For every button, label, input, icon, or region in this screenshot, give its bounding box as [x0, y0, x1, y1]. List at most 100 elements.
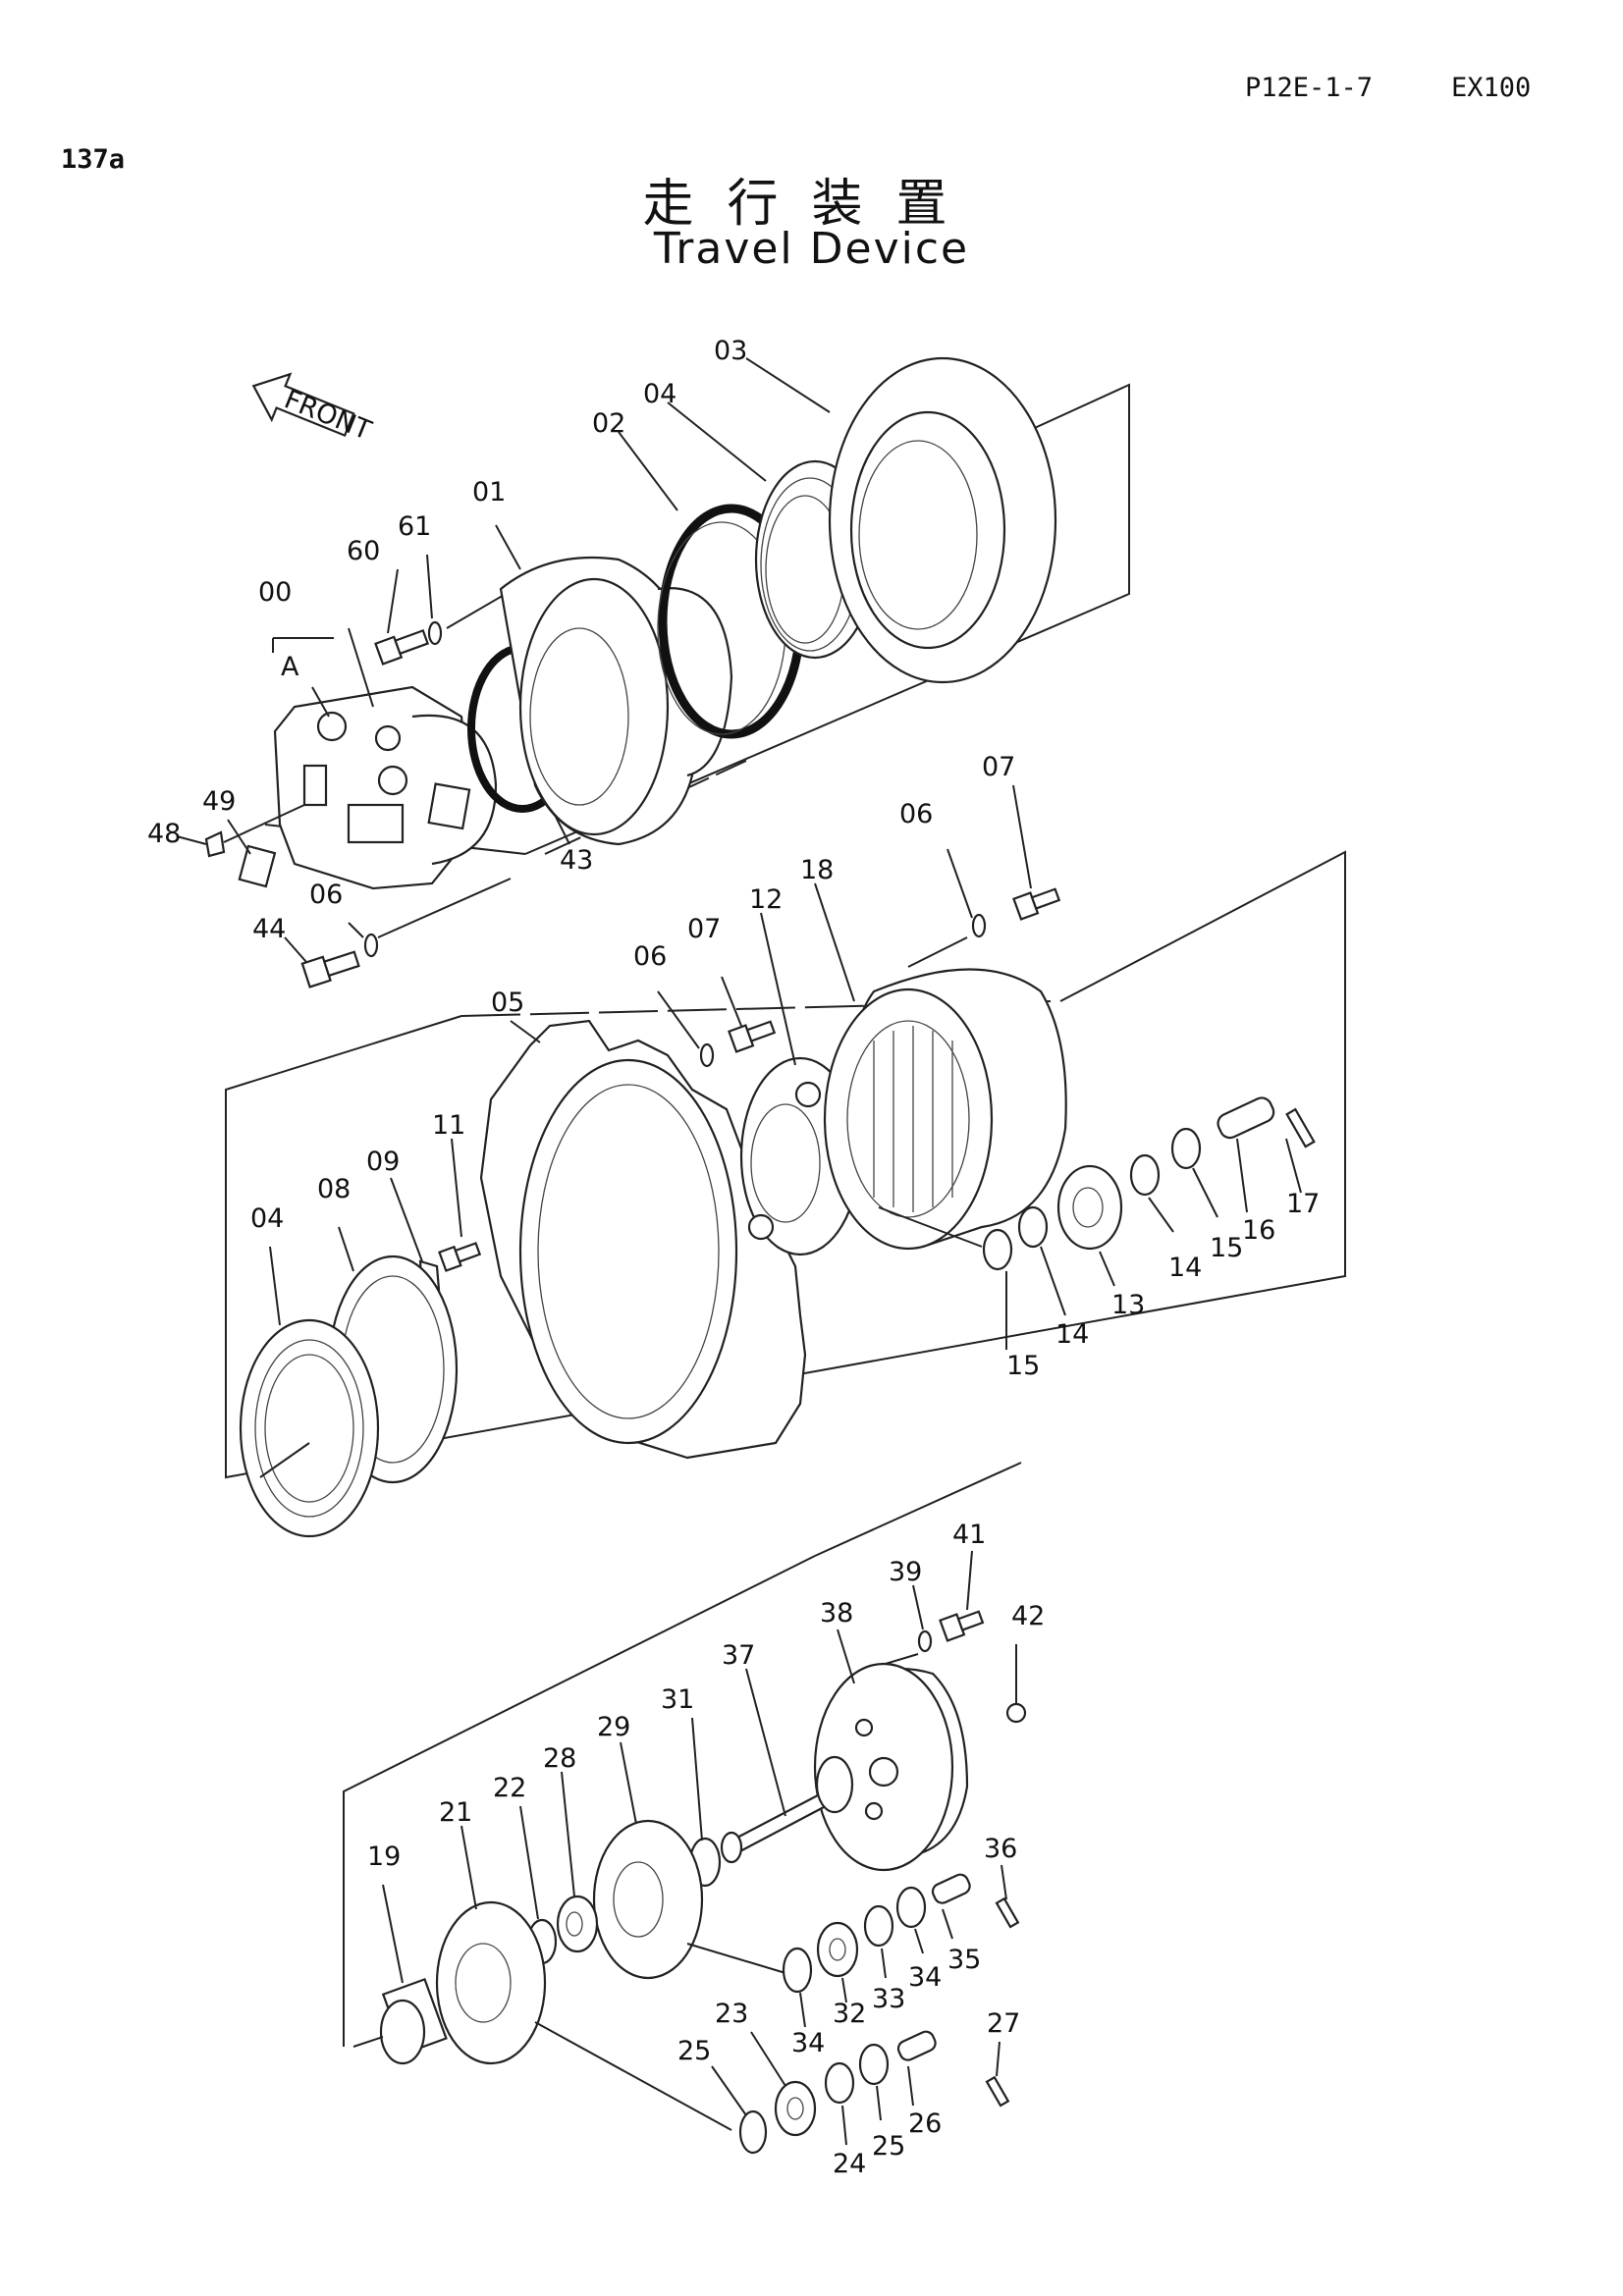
bolt-11: [438, 1242, 482, 1272]
callout-01: 01: [472, 477, 506, 507]
ring-gear-18: [823, 968, 1067, 1251]
sun-shaft-37: [720, 1755, 854, 1864]
callout-08: 08: [317, 1174, 351, 1204]
group-boundary-top: [524, 383, 1130, 855]
callout-07: 07: [982, 752, 1015, 782]
group-boundary-bottom: [343, 1555, 816, 2047]
callout-34: 34: [908, 1962, 942, 1993]
washer-61: [427, 620, 443, 646]
callout-48: 48: [147, 819, 181, 849]
thrust-washer-25b: [738, 2109, 768, 2155]
planet-gear-32: [816, 1921, 859, 1978]
plate-49: [238, 844, 277, 888]
callout-04: 04: [250, 1203, 284, 1234]
callout-14: 14: [1055, 1319, 1089, 1350]
spring-pin-36: [995, 1896, 1020, 1929]
callout-12: 12: [749, 884, 783, 915]
planet-gear-13: [1056, 1164, 1123, 1251]
callout-18: 18: [800, 855, 834, 885]
pin-26: [896, 2030, 937, 2061]
callout-06: 06: [899, 799, 933, 829]
callout-26: 26: [908, 2109, 942, 2139]
bolt-07a: [1012, 887, 1061, 921]
callout-35: 35: [947, 1945, 981, 1975]
callout-16: 16: [1242, 1215, 1275, 1246]
model-name: EX100: [1451, 73, 1532, 103]
washer-06c: [971, 913, 987, 938]
callout-24: 24: [833, 2149, 866, 2179]
callout-36: 36: [984, 1834, 1017, 1864]
planet-gear-23: [774, 2080, 817, 2137]
carrier-21: [435, 1900, 547, 2065]
callout-34: 34: [791, 2028, 825, 2058]
page-code: P12E-1-7: [1245, 73, 1374, 103]
needle-bearing-24: [824, 2061, 855, 2105]
bearing-04-middle: [239, 1318, 380, 1538]
spring-pin-17: [1285, 1107, 1316, 1148]
callout-25: 25: [872, 2131, 905, 2162]
thrust-washer-15b: [982, 1228, 1013, 1271]
callout-38: 38: [820, 1598, 853, 1629]
callout-27: 27: [987, 2008, 1020, 2039]
callout-11: 11: [432, 1110, 465, 1141]
carrier-29: [592, 1819, 704, 1980]
callout-60: 60: [347, 536, 380, 566]
callout-09: 09: [366, 1147, 400, 1177]
sun-gear-19: [379, 1977, 448, 2065]
plug-42: [1005, 1702, 1027, 1724]
callout-43: 43: [560, 845, 593, 876]
drum-03: [828, 356, 1057, 684]
title-english: Travel Device: [653, 224, 970, 274]
thrust-washer-34a: [895, 1886, 927, 1929]
callout-A: A: [281, 652, 299, 682]
needle-bearing-14a: [1129, 1153, 1161, 1197]
bolt-41: [939, 1610, 985, 1642]
callout-39: 39: [889, 1557, 922, 1587]
callout-29: 29: [597, 1712, 630, 1742]
callout-61: 61: [398, 511, 431, 542]
callout-22: 22: [493, 1773, 526, 1803]
callout-37: 37: [722, 1640, 755, 1671]
thrust-washer-15a: [1170, 1127, 1202, 1170]
washer-39: [917, 1629, 933, 1653]
bolt-60: [374, 628, 430, 666]
callout-21: 21: [439, 1797, 472, 1828]
callout-04: 04: [643, 379, 676, 409]
washer-06a: [363, 933, 379, 958]
callout-42: 42: [1011, 1601, 1045, 1631]
callout-19: 19: [367, 1842, 401, 1872]
figure-number: 137a: [61, 144, 126, 175]
travel-motor: [273, 685, 498, 890]
thrust-washer-34b: [782, 1947, 813, 1994]
needle-bearing-14b: [1017, 1205, 1049, 1249]
callout-05: 05: [491, 988, 524, 1018]
callout-13: 13: [1111, 1290, 1145, 1320]
callout-labels: 03 04 02 01 61 60 00 A 49 48 43 06 44 07…: [147, 336, 1320, 2179]
bolt-07b: [728, 1020, 777, 1053]
callout-33: 33: [872, 1984, 905, 2014]
bolt-44: [300, 950, 360, 988]
callout-15: 15: [1210, 1233, 1243, 1263]
callout-25: 25: [677, 2036, 711, 2066]
callout-03: 03: [714, 336, 747, 366]
housing-01: [499, 556, 733, 846]
sun-gear-28: [556, 1895, 599, 1953]
callout-49: 49: [202, 786, 236, 817]
cover-38: [813, 1662, 969, 1872]
sprocket-05: [479, 1019, 807, 1460]
callout-15: 15: [1006, 1351, 1040, 1381]
washer-06b: [699, 1042, 715, 1068]
callout-17: 17: [1286, 1189, 1320, 1219]
callout-44: 44: [252, 914, 286, 944]
callout-32: 32: [833, 1999, 866, 2029]
front-arrow-icon: FRONT: [251, 372, 376, 447]
callout-02: 02: [592, 408, 625, 439]
callout-14: 14: [1168, 1253, 1202, 1283]
thrust-washer-25a: [858, 2043, 890, 2086]
callout-07: 07: [687, 914, 721, 944]
callout-00: 00: [258, 577, 292, 608]
callout-31: 31: [661, 1684, 694, 1715]
front-arrow-label: FRONT: [280, 384, 376, 446]
callout-06: 06: [633, 941, 667, 972]
